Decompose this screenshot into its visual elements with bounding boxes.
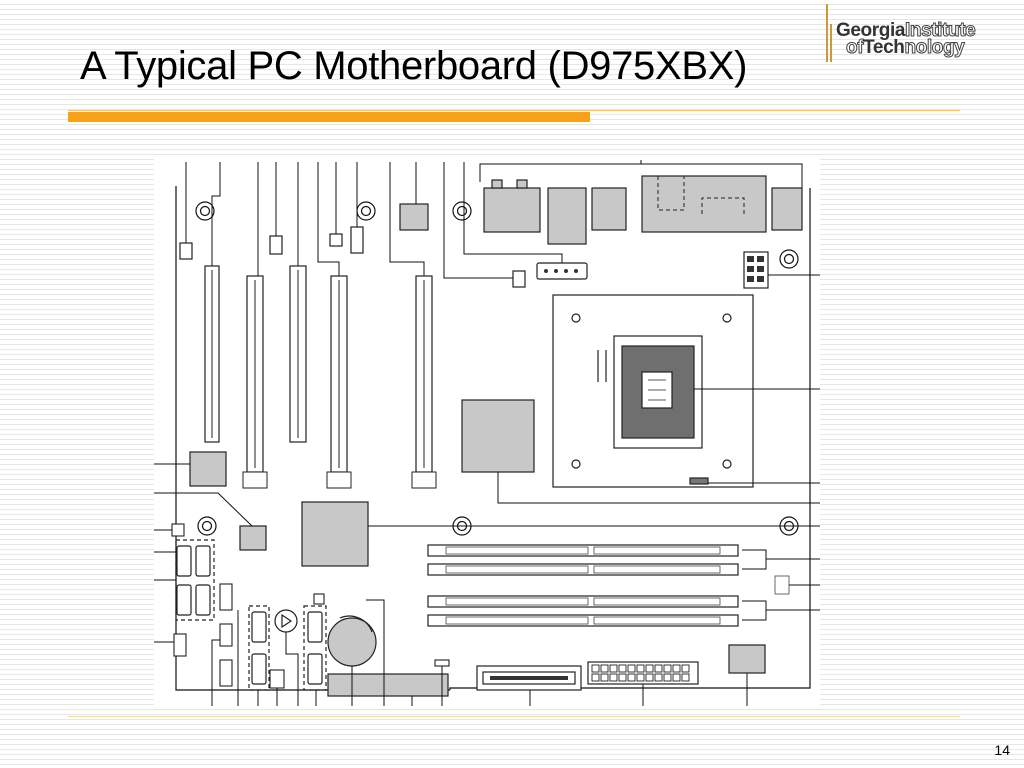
title-underline: [68, 112, 590, 122]
title-underline-thin: [68, 110, 960, 111]
fan-headers: [179, 226, 769, 289]
callout-lines: [154, 160, 822, 706]
logo-bar-secondary: [830, 24, 832, 62]
logo-bar: [826, 4, 828, 62]
sata-connectors: [175, 539, 327, 691]
slide-title: A Typical PC Motherboard (D975XBX): [80, 44, 748, 88]
logo-line-2: ofTechnology: [845, 37, 965, 59]
mch-chip: [461, 399, 535, 473]
georgia-tech-logo: GeorgiaInstitute ofTechnology: [820, 2, 1020, 62]
slide-number: 14: [994, 742, 1010, 758]
dimm-slots: [427, 544, 739, 627]
chipset: [189, 399, 766, 674]
footer-rule: [68, 716, 960, 717]
ich-chip: [301, 501, 369, 567]
motherboard-diagram: [154, 158, 822, 706]
processor-socket: [552, 294, 754, 488]
expansion-slots: [204, 265, 433, 473]
motherboard-svg: [154, 160, 822, 706]
rear-io-panel: [399, 175, 803, 245]
logo-line-1: GeorgiaInstitute: [836, 20, 976, 42]
